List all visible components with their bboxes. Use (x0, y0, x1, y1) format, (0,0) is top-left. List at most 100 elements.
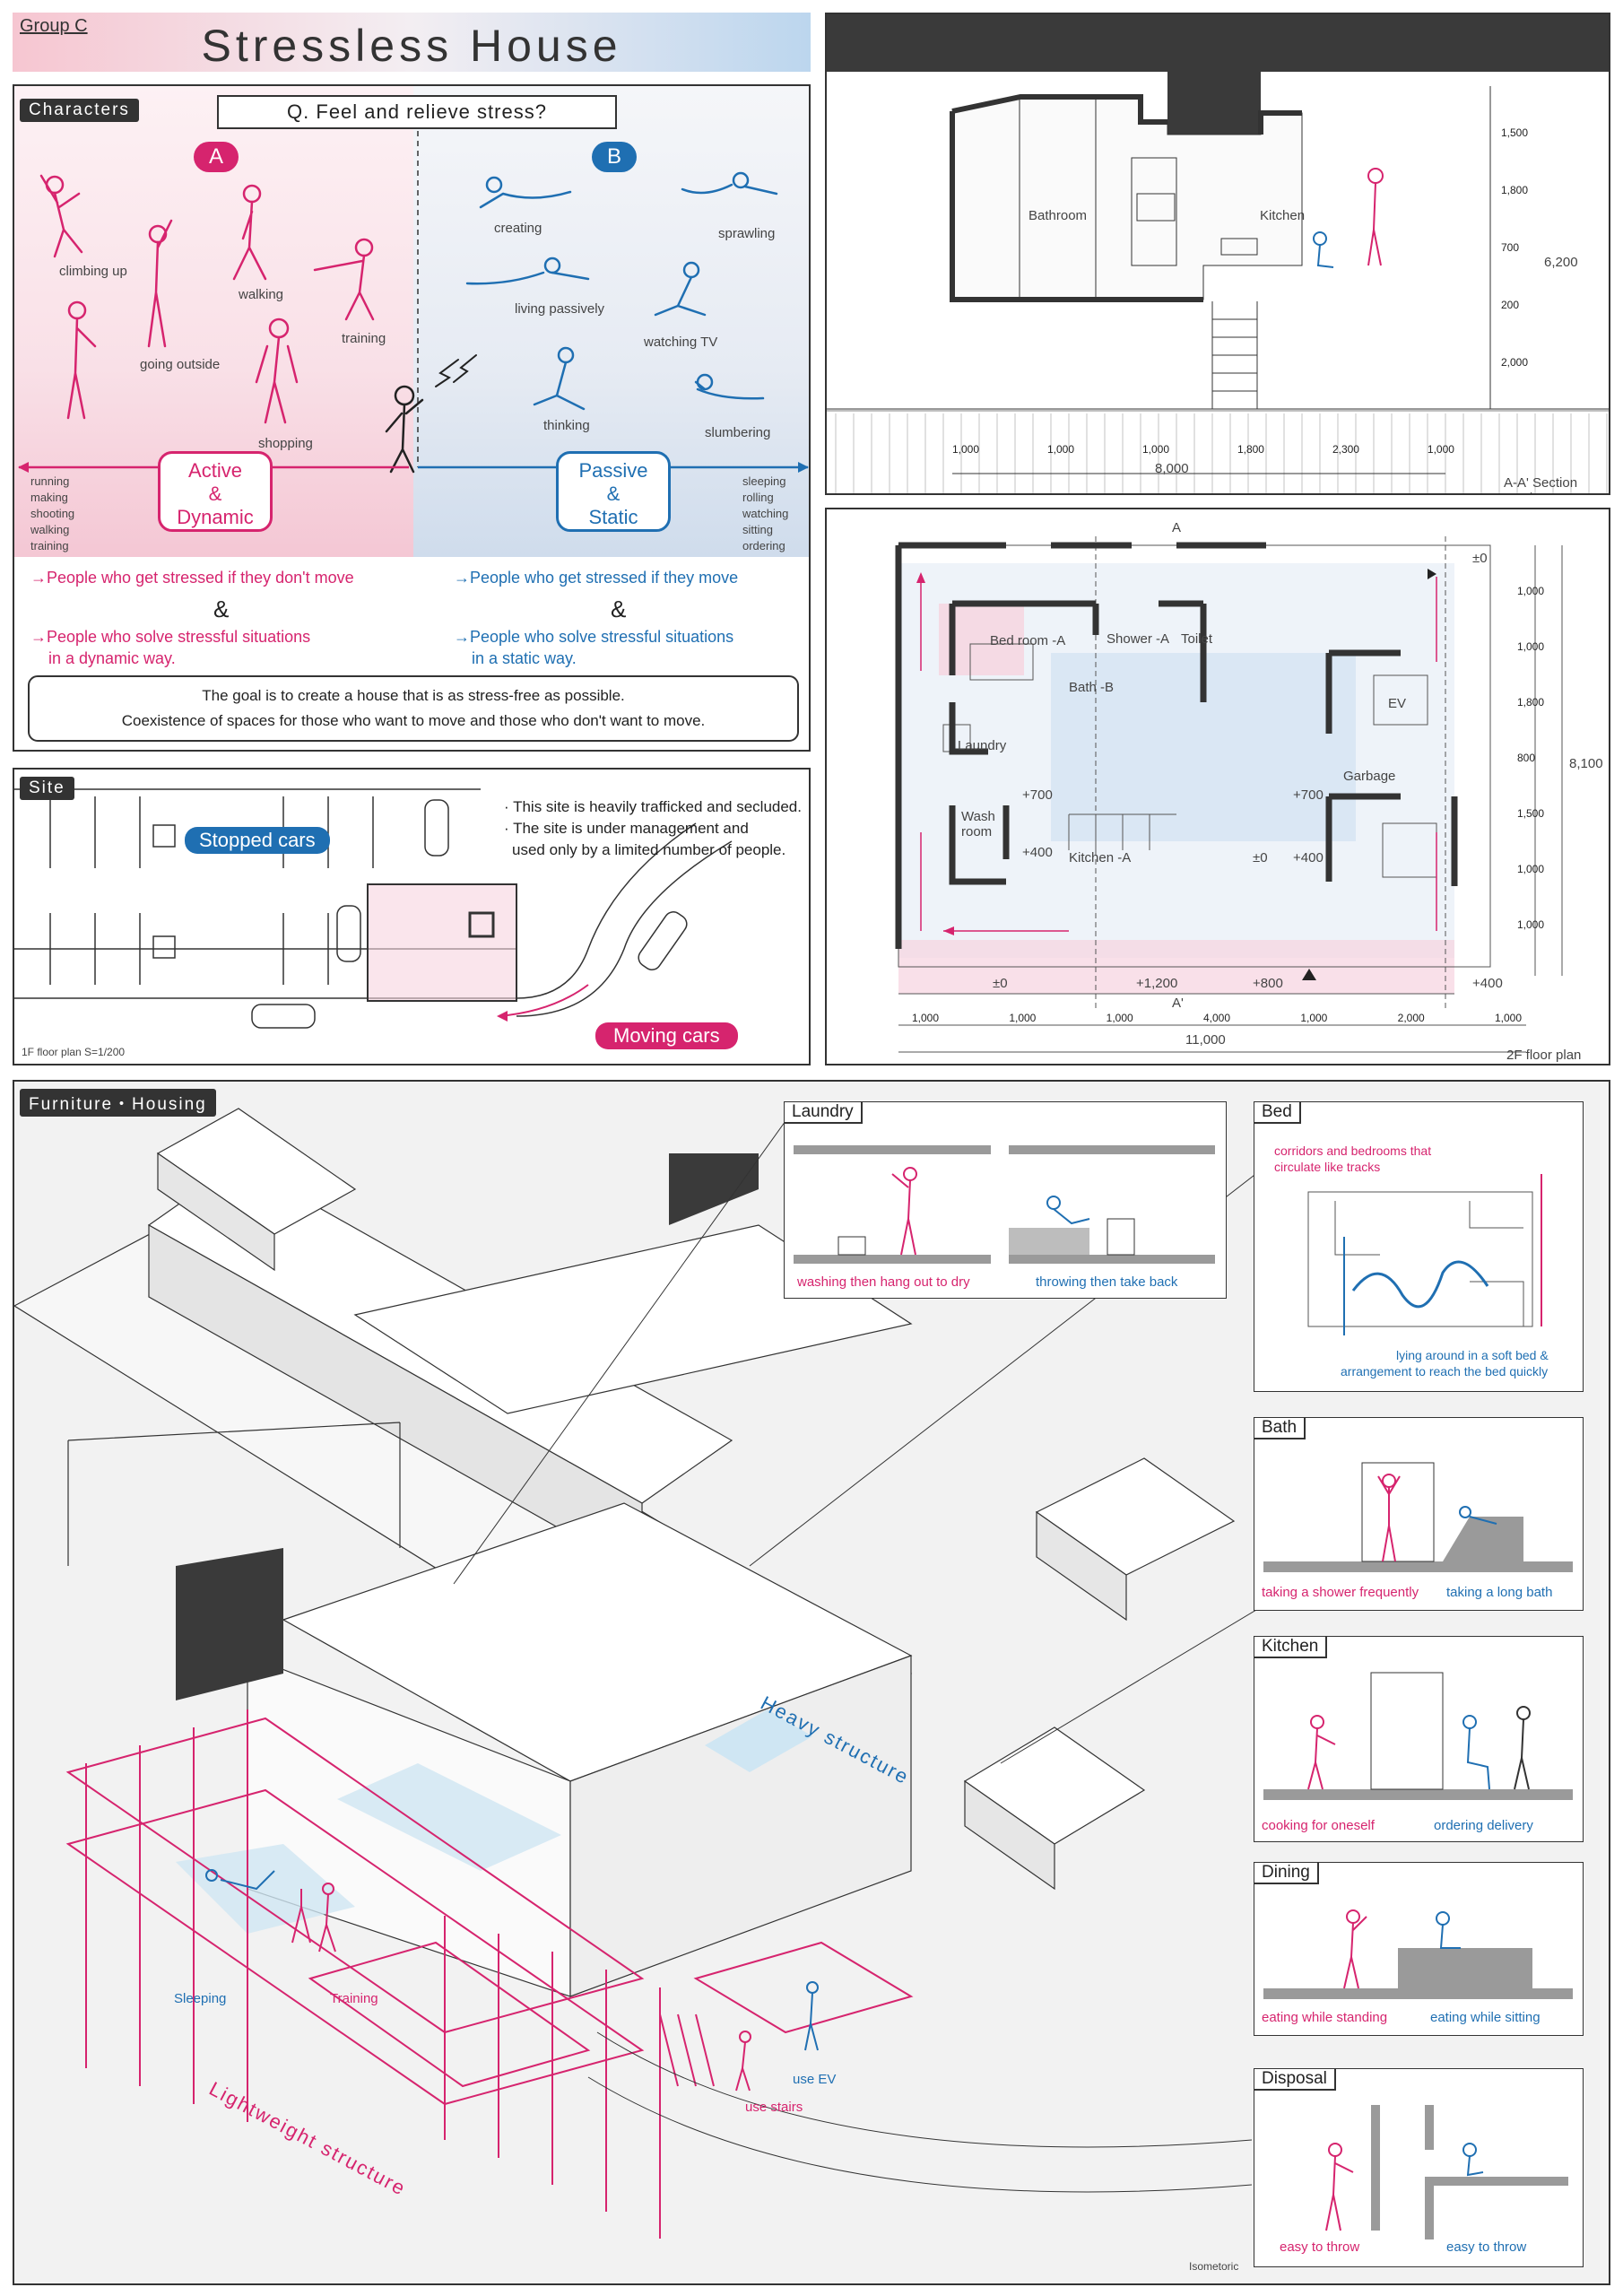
active-dynamic-badge: Active & Dynamic (158, 451, 273, 532)
bed-card: Bed corridors and bedrooms that circulat… (1254, 1101, 1584, 1392)
level: ±0 (1253, 850, 1268, 865)
active-amp: & (208, 483, 222, 505)
laundry-right-caption: throwing then take back (1036, 1274, 1178, 1290)
laundry-illustration (794, 1145, 1215, 1264)
disposal-right-caption: easy to throw (1446, 2239, 1527, 2255)
dining-card: Dining eating while standing eating whil… (1254, 1862, 1584, 2036)
characters-panel: Characters Q. Feel and relieve stress? A… (13, 84, 811, 752)
floor-plan-drawing (895, 536, 1563, 1053)
section-room-kitchen: Kitchen (1260, 208, 1306, 223)
disposal-illustration (1325, 2105, 1568, 2239)
dim: 1,000 (1494, 1012, 1522, 1024)
passive-item: ordering (742, 539, 785, 552)
dim: 1,000 (1427, 443, 1454, 456)
bed-caption-top-2: circulate like tracks (1274, 1160, 1381, 1174)
level: +800 (1253, 976, 1283, 991)
dim: 1,500 (1501, 126, 1529, 139)
bed-illustration (1307, 1174, 1542, 1335)
plan-right-total: 8,100 (1569, 756, 1603, 771)
kitchen-title: Kitchen (1254, 1637, 1328, 1658)
plan-scale: 2F floor plan S=1/50 (1506, 1048, 1582, 1064)
dim: 2,300 (1332, 443, 1359, 456)
plan-room-garbage: Garbage (1343, 769, 1396, 784)
plan-right-dims: 1,000 1,000 1,800 800 1,500 1,000 1,000 (1517, 563, 1544, 952)
floor-plan-panel: Bed room -A Shower -A Toilet Bath -B Lau… (825, 508, 1610, 1065)
bed-caption-bottom-1: lying around in a soft bed & (1396, 1348, 1549, 1362)
stopped-cars-badge: Stopped cars (185, 827, 330, 854)
a-text-1: →People who get stressed if they don't m… (30, 569, 354, 587)
plan-room-shower: Shower -A (1107, 631, 1170, 647)
passive-list: sleeping rolling watching sitting orderi… (742, 474, 788, 554)
section-panel: Bathroom Kitchen 1,000 1,000 1,000 1,800… (825, 13, 1610, 495)
dim: 1,000 (1106, 1012, 1133, 1024)
group-label: Group C (20, 16, 88, 36)
laundry-title: Laundry (785, 1102, 863, 1124)
level: +400 (1022, 845, 1053, 860)
bed-caption-bottom-2: arrangement to reach the bed quickly (1341, 1364, 1549, 1378)
site-note: · The site is under management and (504, 820, 749, 837)
group-a-badge: A (194, 142, 239, 172)
fig-training: training (342, 331, 386, 346)
bed-caption-top-1: corridors and bedrooms that (1274, 1144, 1432, 1158)
dining-title: Dining (1254, 1863, 1319, 1884)
level: +700 (1022, 787, 1053, 803)
site-scale: 1F floor plan S=1/200 (22, 1046, 126, 1058)
static-word: Static (588, 506, 638, 528)
section-marker-a: A (1172, 520, 1182, 535)
dim: 800 (1517, 752, 1536, 764)
section-bottom-dims: 1,000 1,000 1,000 1,800 2,300 1,000 (952, 443, 1454, 456)
dim: 1,800 (1517, 696, 1545, 709)
a-text-3: in a dynamic way. (48, 649, 176, 667)
fig-watching-tv: watching TV (644, 335, 718, 350)
goal-line-2: Coexistence of spaces for those who want… (121, 712, 706, 729)
dim: 1,800 (1501, 184, 1529, 196)
fig-slumbering: slumbering (705, 425, 771, 440)
fig-walking: walking (239, 287, 284, 302)
active-item: shooting (30, 507, 75, 520)
bed-title: Bed (1254, 1102, 1301, 1124)
b-text-1: →People who get stressed if they move (454, 569, 739, 587)
dim: 1,000 (952, 443, 980, 456)
a-amp: & (213, 596, 230, 622)
laundry-card: Laundry washing then hang out to dry thr… (784, 1101, 1227, 1299)
disposal-card: Disposal easy to throw easy to throw (1254, 2068, 1584, 2267)
dim: 2,000 (1501, 356, 1529, 369)
site-drawing (14, 788, 733, 1029)
site-notes: · This site is heavily trafficked and se… (504, 796, 802, 861)
section-total: 8,000 (1155, 461, 1189, 476)
kitchen-card: Kitchen cooking for oneself ordering del… (1254, 1636, 1584, 1842)
section-room-bathroom: Bathroom (1028, 208, 1088, 223)
site-note: · This site is heavily trafficked and se… (504, 798, 802, 815)
level: +1,200 (1136, 976, 1178, 991)
dim: 4,000 (1202, 1012, 1231, 1024)
bath-card: Bath taking a shower frequently taking a… (1254, 1417, 1584, 1611)
use-stairs-label: use stairs (745, 2100, 803, 2115)
passive-static-badge: Passive & Static (556, 451, 671, 532)
level: ±0 (993, 976, 1008, 991)
dining-left-caption: eating while standing (1262, 2010, 1388, 2025)
plan-room-laundry: Laundry (958, 738, 1007, 753)
level: +400 (1472, 976, 1503, 991)
bath-title: Bath (1254, 1418, 1306, 1439)
site-note: used only by a limited number of people. (512, 841, 786, 858)
dim: 1,000 (1046, 443, 1075, 456)
passive-item: rolling (742, 491, 774, 504)
fig-shopping: shopping (258, 436, 313, 451)
dim: 1,000 (1517, 863, 1545, 875)
section-right-dims: 1,500 1,800 700 200 2,000 (1501, 104, 1528, 391)
plan-room-bath: Bath -B (1069, 680, 1115, 695)
dim: 1,000 (1517, 918, 1545, 931)
dim: 1,000 (1517, 585, 1545, 597)
site-tag: Site (20, 777, 74, 800)
section-scale: A-A' Section S=1/50 (1504, 475, 1578, 493)
active-item: making (30, 491, 68, 504)
kitchen-right-caption: ordering delivery (1434, 1818, 1533, 1833)
section-drawing (827, 14, 1609, 493)
a-text-2: →People who solve stressful situations (30, 628, 311, 646)
plan-room-toilet: Toilet (1181, 631, 1213, 647)
dim: 200 (1501, 299, 1520, 311)
b-text-3: in a static way. (472, 649, 577, 667)
dim: 1,500 (1517, 807, 1545, 820)
kitchen-illustration (1263, 1672, 1573, 1800)
fig-sprawling: sprawling (718, 226, 776, 241)
